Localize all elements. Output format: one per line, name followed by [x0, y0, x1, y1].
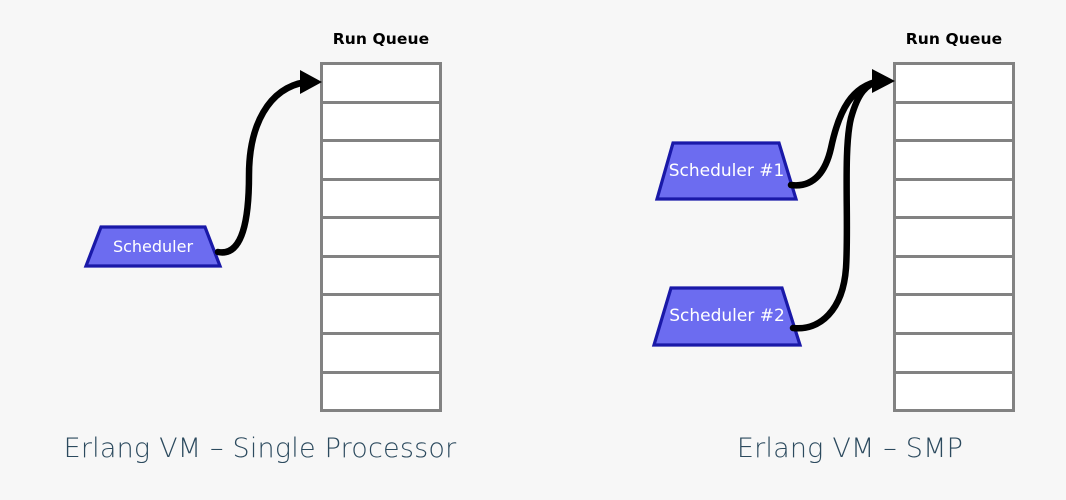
scheduler-label: Scheduler — [112, 236, 194, 256]
run-queue-cell[interactable] — [320, 100, 442, 143]
run-queue-cell[interactable] — [893, 370, 1015, 413]
run-queue-cell[interactable] — [893, 254, 1015, 297]
arrow-scheduler2-to-queue — [789, 77, 884, 332]
scheduler-shape-1[interactable]: Scheduler #1 — [654, 141, 799, 201]
run-queue-cell[interactable] — [320, 216, 442, 258]
arrowhead-icon — [300, 70, 322, 94]
run-queue-cell[interactable] — [893, 177, 1015, 220]
run-queue-cell[interactable] — [893, 293, 1015, 335]
run-queue-label-single: Run Queue — [332, 30, 430, 48]
arrow-scheduler1-to-queue — [787, 77, 884, 189]
run-queue-cell[interactable] — [893, 100, 1015, 143]
scheduler-label: Scheduler #2 — [669, 306, 785, 326]
run-queue-cell[interactable] — [893, 62, 1015, 104]
run-queue-smp — [893, 62, 1015, 413]
arrowhead-icon — [872, 69, 895, 93]
run-queue-cell[interactable] — [320, 62, 442, 104]
trapezoid-icon — [83, 225, 223, 268]
run-queue-single — [320, 62, 442, 413]
run-queue-cell[interactable] — [893, 216, 1015, 258]
scheduler-shape-single[interactable]: Scheduler — [83, 225, 223, 268]
run-queue-cell[interactable] — [320, 254, 442, 297]
scheduler-label: Scheduler #1 — [668, 160, 785, 181]
run-queue-cell[interactable] — [320, 293, 442, 335]
caption-single-processor: Erlang VM – Single Processor — [63, 433, 457, 464]
run-queue-cell[interactable] — [320, 139, 442, 181]
run-queue-cell[interactable] — [320, 177, 442, 220]
run-queue-cell[interactable] — [320, 370, 442, 413]
run-queue-cell[interactable] — [320, 331, 442, 374]
caption-smp: Erlang VM – SMP — [736, 433, 964, 464]
arrow-scheduler-to-queue-single — [214, 78, 310, 256]
run-queue-label-smp: Run Queue — [905, 30, 1003, 48]
run-queue-cell[interactable] — [893, 331, 1015, 374]
run-queue-cell[interactable] — [893, 139, 1015, 181]
scheduler-shape-2[interactable]: Scheduler #2 — [651, 286, 803, 347]
trapezoid-icon — [651, 286, 803, 347]
